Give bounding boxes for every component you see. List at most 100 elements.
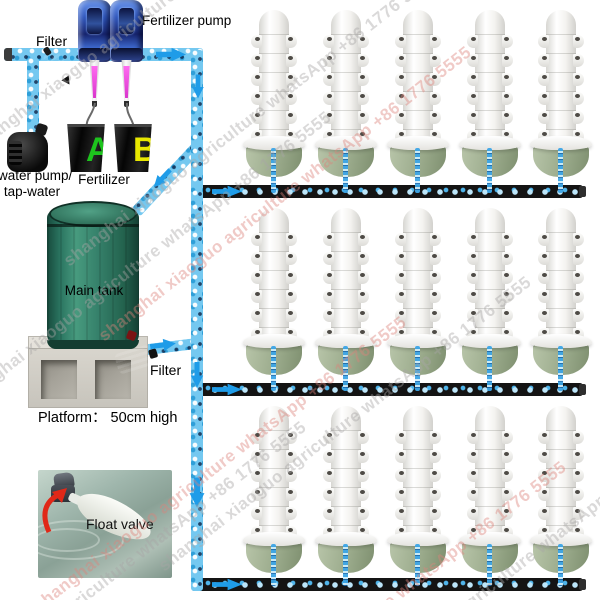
plant-pod-row (467, 506, 513, 520)
plant-pod-left-icon (251, 73, 262, 86)
plant-pod-row (395, 110, 441, 124)
plant-pod-right-icon (573, 271, 584, 284)
plant-pod-row (323, 449, 369, 463)
plant-pod-left-icon (323, 54, 334, 67)
tower-basin-lid (387, 532, 449, 546)
plant-pod-left-icon (467, 233, 478, 246)
drip-stream (271, 544, 276, 586)
plant-pod-row (467, 53, 513, 67)
tower-basin-lid (459, 334, 521, 348)
plant-pod-left-icon (467, 488, 478, 501)
plant-pod-left-icon (323, 507, 334, 520)
water-ripple (38, 520, 124, 560)
plant-pod-right-icon (430, 507, 441, 520)
plant-pod-left-icon (251, 507, 262, 520)
plant-pod-right-icon (430, 290, 441, 303)
plant-pod-row (538, 53, 584, 67)
plant-pod-right-icon (358, 111, 369, 124)
plant-pod-left-icon (467, 431, 478, 444)
plant-pod-row (395, 468, 441, 482)
plant-pod-row (251, 430, 297, 444)
hydroponic-tower (314, 208, 378, 396)
plant-pod-right-icon (573, 431, 584, 444)
plant-pod-left-icon (538, 309, 549, 322)
plant-pod-right-icon (502, 73, 513, 86)
plant-pod-left-icon (395, 271, 406, 284)
plant-pod-left-icon (467, 35, 478, 48)
plant-pod-left-icon (395, 111, 406, 124)
plant-pod-row (251, 91, 297, 105)
irrigation-return-pipe (197, 383, 586, 396)
irrigation-return-pipe (197, 185, 586, 198)
plant-pod-left-icon (467, 252, 478, 265)
flow-arrow-right-icon (212, 578, 242, 591)
plant-pod-left-icon (395, 54, 406, 67)
plant-pod-left-icon (538, 507, 549, 520)
plant-pod-left-icon (395, 233, 406, 246)
block-hole (41, 360, 77, 399)
tower-column (467, 406, 513, 539)
plant-pod-right-icon (573, 35, 584, 48)
plant-pod-row (323, 487, 369, 501)
plant-pod-row (538, 251, 584, 265)
plant-pod-row (395, 308, 441, 322)
plant-pod-left-icon (467, 92, 478, 105)
plant-pod-left-icon (538, 73, 549, 86)
plant-pod-right-icon (286, 431, 297, 444)
hydroponic-tower (242, 208, 306, 396)
main-distribution-pipe (191, 50, 203, 591)
plant-pod-right-icon (430, 111, 441, 124)
drip-stream (487, 346, 492, 391)
tower-basin-lid (387, 136, 449, 150)
drip-stream (271, 346, 276, 391)
water-pump-riser-pipe (27, 58, 39, 136)
plant-pod-right-icon (430, 271, 441, 284)
plant-pod-left-icon (323, 431, 334, 444)
drip-stream (558, 148, 563, 193)
plant-pod-right-icon (286, 488, 297, 501)
plant-pod-right-icon (502, 469, 513, 482)
plant-pod-row (467, 110, 513, 124)
water-pump (7, 132, 48, 172)
plant-pod-row (251, 53, 297, 67)
drip-stream (415, 544, 420, 586)
platform-block (28, 348, 148, 408)
tower-column (467, 208, 513, 341)
plant-pod-row (395, 449, 441, 463)
red-arrow-icon (42, 488, 67, 534)
tower-column (538, 10, 584, 143)
drip-stream (343, 346, 348, 391)
plant-pod-right-icon (502, 233, 513, 246)
plant-pod-right-icon (358, 507, 369, 520)
drip-stream (487, 148, 492, 193)
plant-pod-left-icon (395, 488, 406, 501)
plant-pod-right-icon (286, 290, 297, 303)
plant-pod-row (538, 449, 584, 463)
plant-pod-left-icon (251, 431, 262, 444)
tower-column (395, 406, 441, 539)
plant-pod-right-icon (502, 507, 513, 520)
hydroponic-tower (529, 406, 593, 591)
plant-pod-row (323, 91, 369, 105)
plant-pod-left-icon (538, 92, 549, 105)
plant-pod-left-icon (538, 233, 549, 246)
plant-pod-row (467, 34, 513, 48)
tower-basin-lid (459, 532, 521, 546)
water-pump-label-line1: water pump/ (0, 168, 73, 183)
plant-pod-right-icon (502, 92, 513, 105)
plant-pod-row (395, 506, 441, 520)
tower-basin-lid (387, 334, 449, 348)
plant-pod-row (467, 91, 513, 105)
plant-pod-right-icon (286, 252, 297, 265)
plant-pod-left-icon (323, 469, 334, 482)
plant-pod-row (538, 289, 584, 303)
drip-stream (415, 346, 420, 391)
hydroponic-tower (458, 10, 522, 198)
plant-pod-right-icon (502, 271, 513, 284)
plant-pod-left-icon (467, 450, 478, 463)
plant-pod-row (467, 251, 513, 265)
irrigation-return-pipe (197, 578, 586, 591)
drip-stream (558, 346, 563, 391)
plant-pod-right-icon (358, 431, 369, 444)
